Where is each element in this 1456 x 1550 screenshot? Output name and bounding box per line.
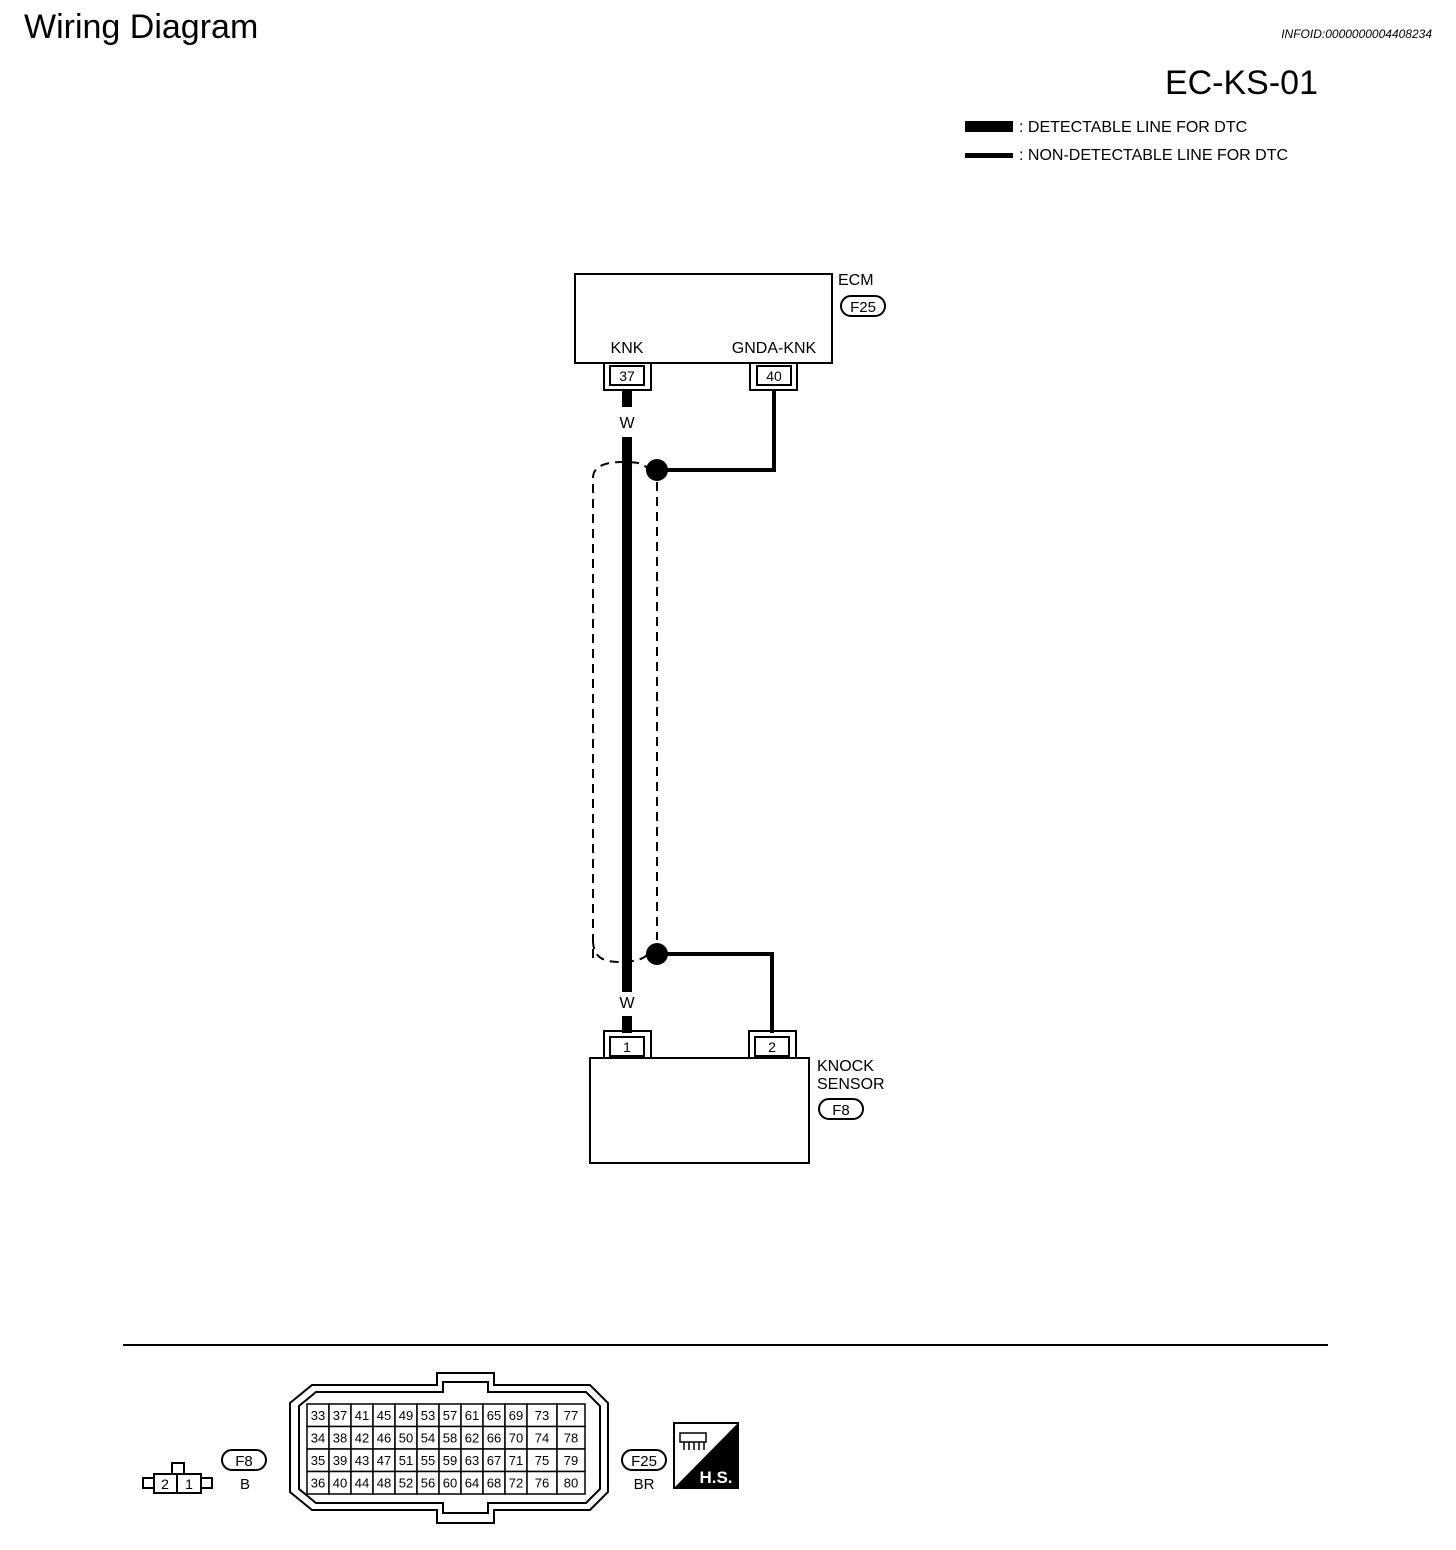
f8-pin-2: 2 (161, 1476, 169, 1492)
f25-pin-number: 71 (509, 1453, 523, 1468)
f25-pin-number: 41 (355, 1408, 369, 1423)
legend-non-detectable-swatch (965, 153, 1013, 158)
f25-pin-number: 73 (535, 1408, 549, 1423)
f25-pin-number: 51 (399, 1453, 413, 1468)
f25-pin-number: 34 (311, 1431, 325, 1446)
ecm-pin-37-number: 37 (619, 368, 635, 384)
info-id: INFOID:0000000004408234 (1281, 27, 1432, 41)
gnda-wire-top (657, 390, 776, 472)
ecm-pin-knk-label: KNK (611, 340, 644, 357)
hs-badge: H.S. (673, 1422, 739, 1489)
f25-pin-number: 49 (399, 1408, 413, 1423)
f25-pin-number: 80 (564, 1476, 578, 1491)
f25-badge (621, 1449, 667, 1471)
f25-pin-number: 42 (355, 1431, 369, 1446)
f25-pin-number: 68 (487, 1476, 501, 1491)
f25-pin-number: 55 (421, 1453, 435, 1468)
connector-hand-icon (679, 1432, 707, 1450)
f25-pin-number: 77 (564, 1408, 578, 1423)
page-title: Wiring Diagram (24, 8, 258, 46)
f25-pin-number: 60 (443, 1476, 457, 1491)
f25-pin-number: 40 (333, 1476, 347, 1491)
f25-pin-number: 45 (377, 1408, 391, 1423)
f8-pin-1: 1 (185, 1476, 193, 1492)
f25-pin-number: 53 (421, 1408, 435, 1423)
sensor-connector-badge (818, 1098, 864, 1120)
f25-pin-number: 70 (509, 1431, 523, 1446)
f25-pin-number: 67 (487, 1453, 501, 1468)
f25-pin-number: 39 (333, 1453, 347, 1468)
knock-sensor-box (589, 1057, 810, 1164)
f25-pin-number: 37 (333, 1408, 347, 1423)
f25-pin-number: 79 (564, 1453, 578, 1468)
shield-splice-top (646, 459, 668, 481)
wire-color-bottom: W (619, 995, 635, 1012)
f8-badge (221, 1449, 267, 1471)
sensor-connector-id: F8 (832, 1102, 850, 1119)
legend-detectable-swatch (965, 121, 1013, 132)
f25-color: BR (634, 1476, 655, 1493)
f25-pin-number: 35 (311, 1453, 325, 1468)
f25-pin-number: 78 (564, 1431, 578, 1446)
f25-pin-number: 74 (535, 1431, 549, 1446)
f25-pin-number: 75 (535, 1453, 549, 1468)
f25-pin-number: 38 (333, 1431, 347, 1446)
f25-pin-number: 44 (355, 1476, 369, 1491)
sensor-pin-1-terminal (603, 1030, 652, 1058)
hs-badge-text: H.S. (699, 1468, 732, 1487)
sensor-pin-2-number: 2 (768, 1039, 776, 1055)
f25-pin-number: 54 (421, 1431, 435, 1446)
f8-connector-face (142, 1462, 213, 1494)
f25-connector-id: F25 (631, 1453, 657, 1470)
legend-non-detectable-label: : NON-DETECTABLE LINE FOR DTC (1019, 147, 1288, 164)
f25-pin-number: 61 (465, 1408, 479, 1423)
sensor-pin-2-terminal (748, 1030, 797, 1058)
f25-pin-number: 63 (465, 1453, 479, 1468)
shield-line (592, 460, 658, 964)
f25-pin-number: 59 (443, 1453, 457, 1468)
ecm-box (574, 273, 833, 364)
f25-pin-number: 48 (377, 1476, 391, 1491)
f25-pin-grid: 33 37 41 45 49 53 57 61 65 69 73 77 34 38 42 46 50 54 58 62… (306, 1403, 586, 1495)
ecm-connector-id: F25 (850, 299, 876, 316)
f25-pin-number: 58 (443, 1431, 457, 1446)
diagram-code: EC-KS-01 (1165, 64, 1318, 102)
f25-pin-number: 62 (465, 1431, 479, 1446)
f25-pin-number: 66 (487, 1431, 501, 1446)
f25-pin-cell (556, 1470, 586, 1495)
ecm-connector-badge (840, 295, 886, 317)
f25-pin-number: 46 (377, 1431, 391, 1446)
f25-pin-number: 65 (487, 1408, 501, 1423)
sensor-pin-1-number: 1 (623, 1039, 631, 1055)
ecm-pin-gnda-label: GNDA-KNK (732, 340, 817, 357)
ecm-label: ECM (838, 272, 874, 289)
f25-pin-number: 33 (311, 1408, 325, 1423)
f25-pin-number: 56 (421, 1476, 435, 1491)
f25-pin-number: 47 (377, 1453, 391, 1468)
f25-pin-number: 43 (355, 1453, 369, 1468)
f25-pin-number: 72 (509, 1476, 523, 1491)
f25-pin-number: 64 (465, 1476, 479, 1491)
f25-pin-number: 57 (443, 1408, 457, 1423)
f25-pin-number: 50 (399, 1431, 413, 1446)
legend-detectable-label: : DETECTABLE LINE FOR DTC (1019, 119, 1247, 136)
wire-color-top: W (619, 415, 635, 432)
f25-pin-number: 36 (311, 1476, 325, 1491)
f25-pin-number: 69 (509, 1408, 523, 1423)
f25-pin-number: 52 (399, 1476, 413, 1491)
ecm-pin-40-number: 40 (766, 368, 782, 384)
shield-splice-bottom (646, 943, 668, 965)
f8-connector-id: F8 (235, 1453, 253, 1470)
gnda-wire-bottom (657, 952, 774, 1033)
f8-color: B (240, 1476, 250, 1493)
sensor-label-line1: KNOCK (817, 1058, 874, 1075)
sensor-label-line2: SENSOR (817, 1076, 885, 1093)
f25-pin-number: 76 (535, 1476, 549, 1491)
